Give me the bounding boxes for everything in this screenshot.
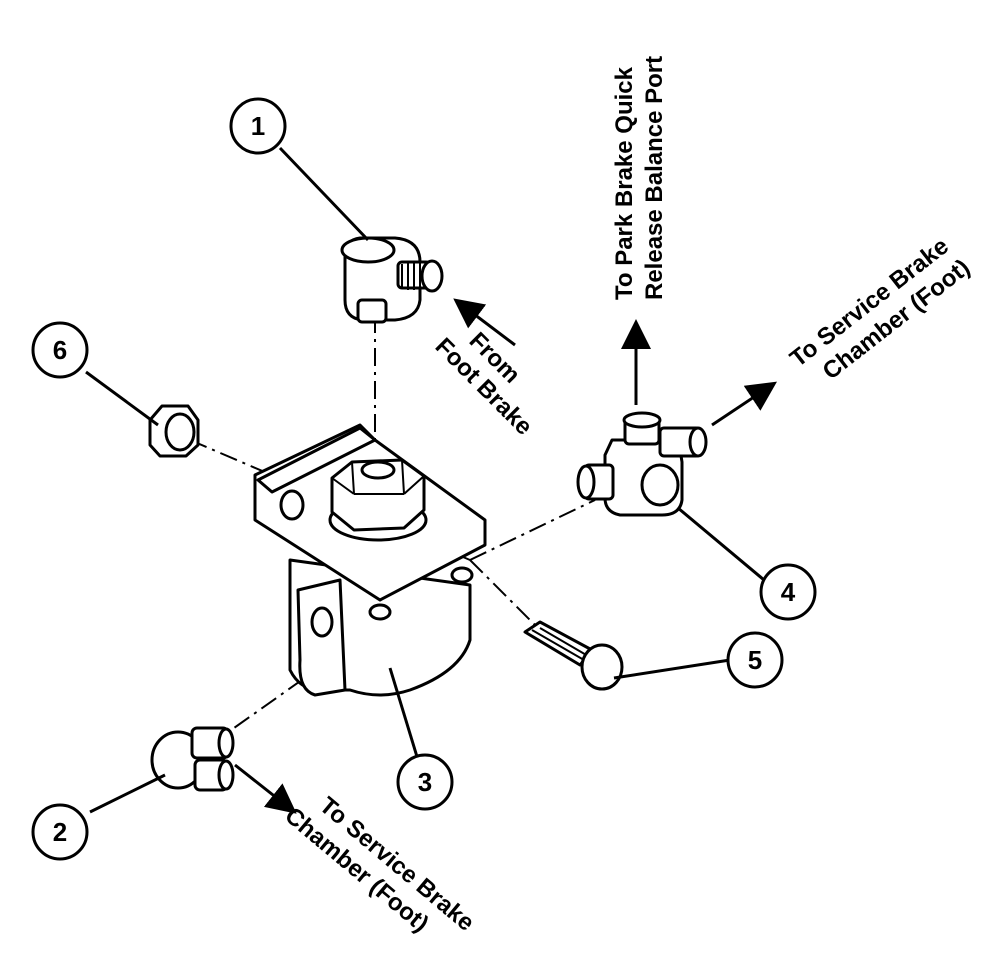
cross-fitting-part-4 [576,411,708,517]
callout-5-number: 5 [748,645,762,675]
tee-fitting-part-1 [340,236,444,324]
label-from-foot-brake: From Foot Brake [430,327,538,440]
label-service-brake-left: To Service Brake Chamber (Foot) [280,792,480,938]
callout-1: 1 [229,97,287,155]
callout-6-number: 6 [53,335,67,365]
callout-3: 3 [396,753,454,811]
flow-arrows [234,298,777,814]
bolt-part-5 [523,620,624,691]
callout-4-number: 4 [781,577,796,607]
label-park-brake: To Park Brake Quick Release Balance Port [611,56,668,300]
label-park-brake-line2: Release Balance Port [641,56,668,300]
callout-6: 6 [31,321,89,379]
callout-1-number: 1 [251,111,265,141]
callout-3-number: 3 [418,767,432,797]
callout-4: 4 [759,563,817,621]
callout-5: 5 [726,631,784,689]
valve-body-part-3 [253,423,487,697]
elbow-fitting-part-2 [150,726,235,792]
label-service-brake-right: To Service Brake Chamber (Foot) [785,233,975,386]
plug-part-6 [148,404,200,458]
callout-2: 2 [31,803,89,861]
leader-lines [85,146,771,814]
callout-2-number: 2 [53,817,67,847]
label-park-brake-line1: To Park Brake Quick [611,66,638,300]
